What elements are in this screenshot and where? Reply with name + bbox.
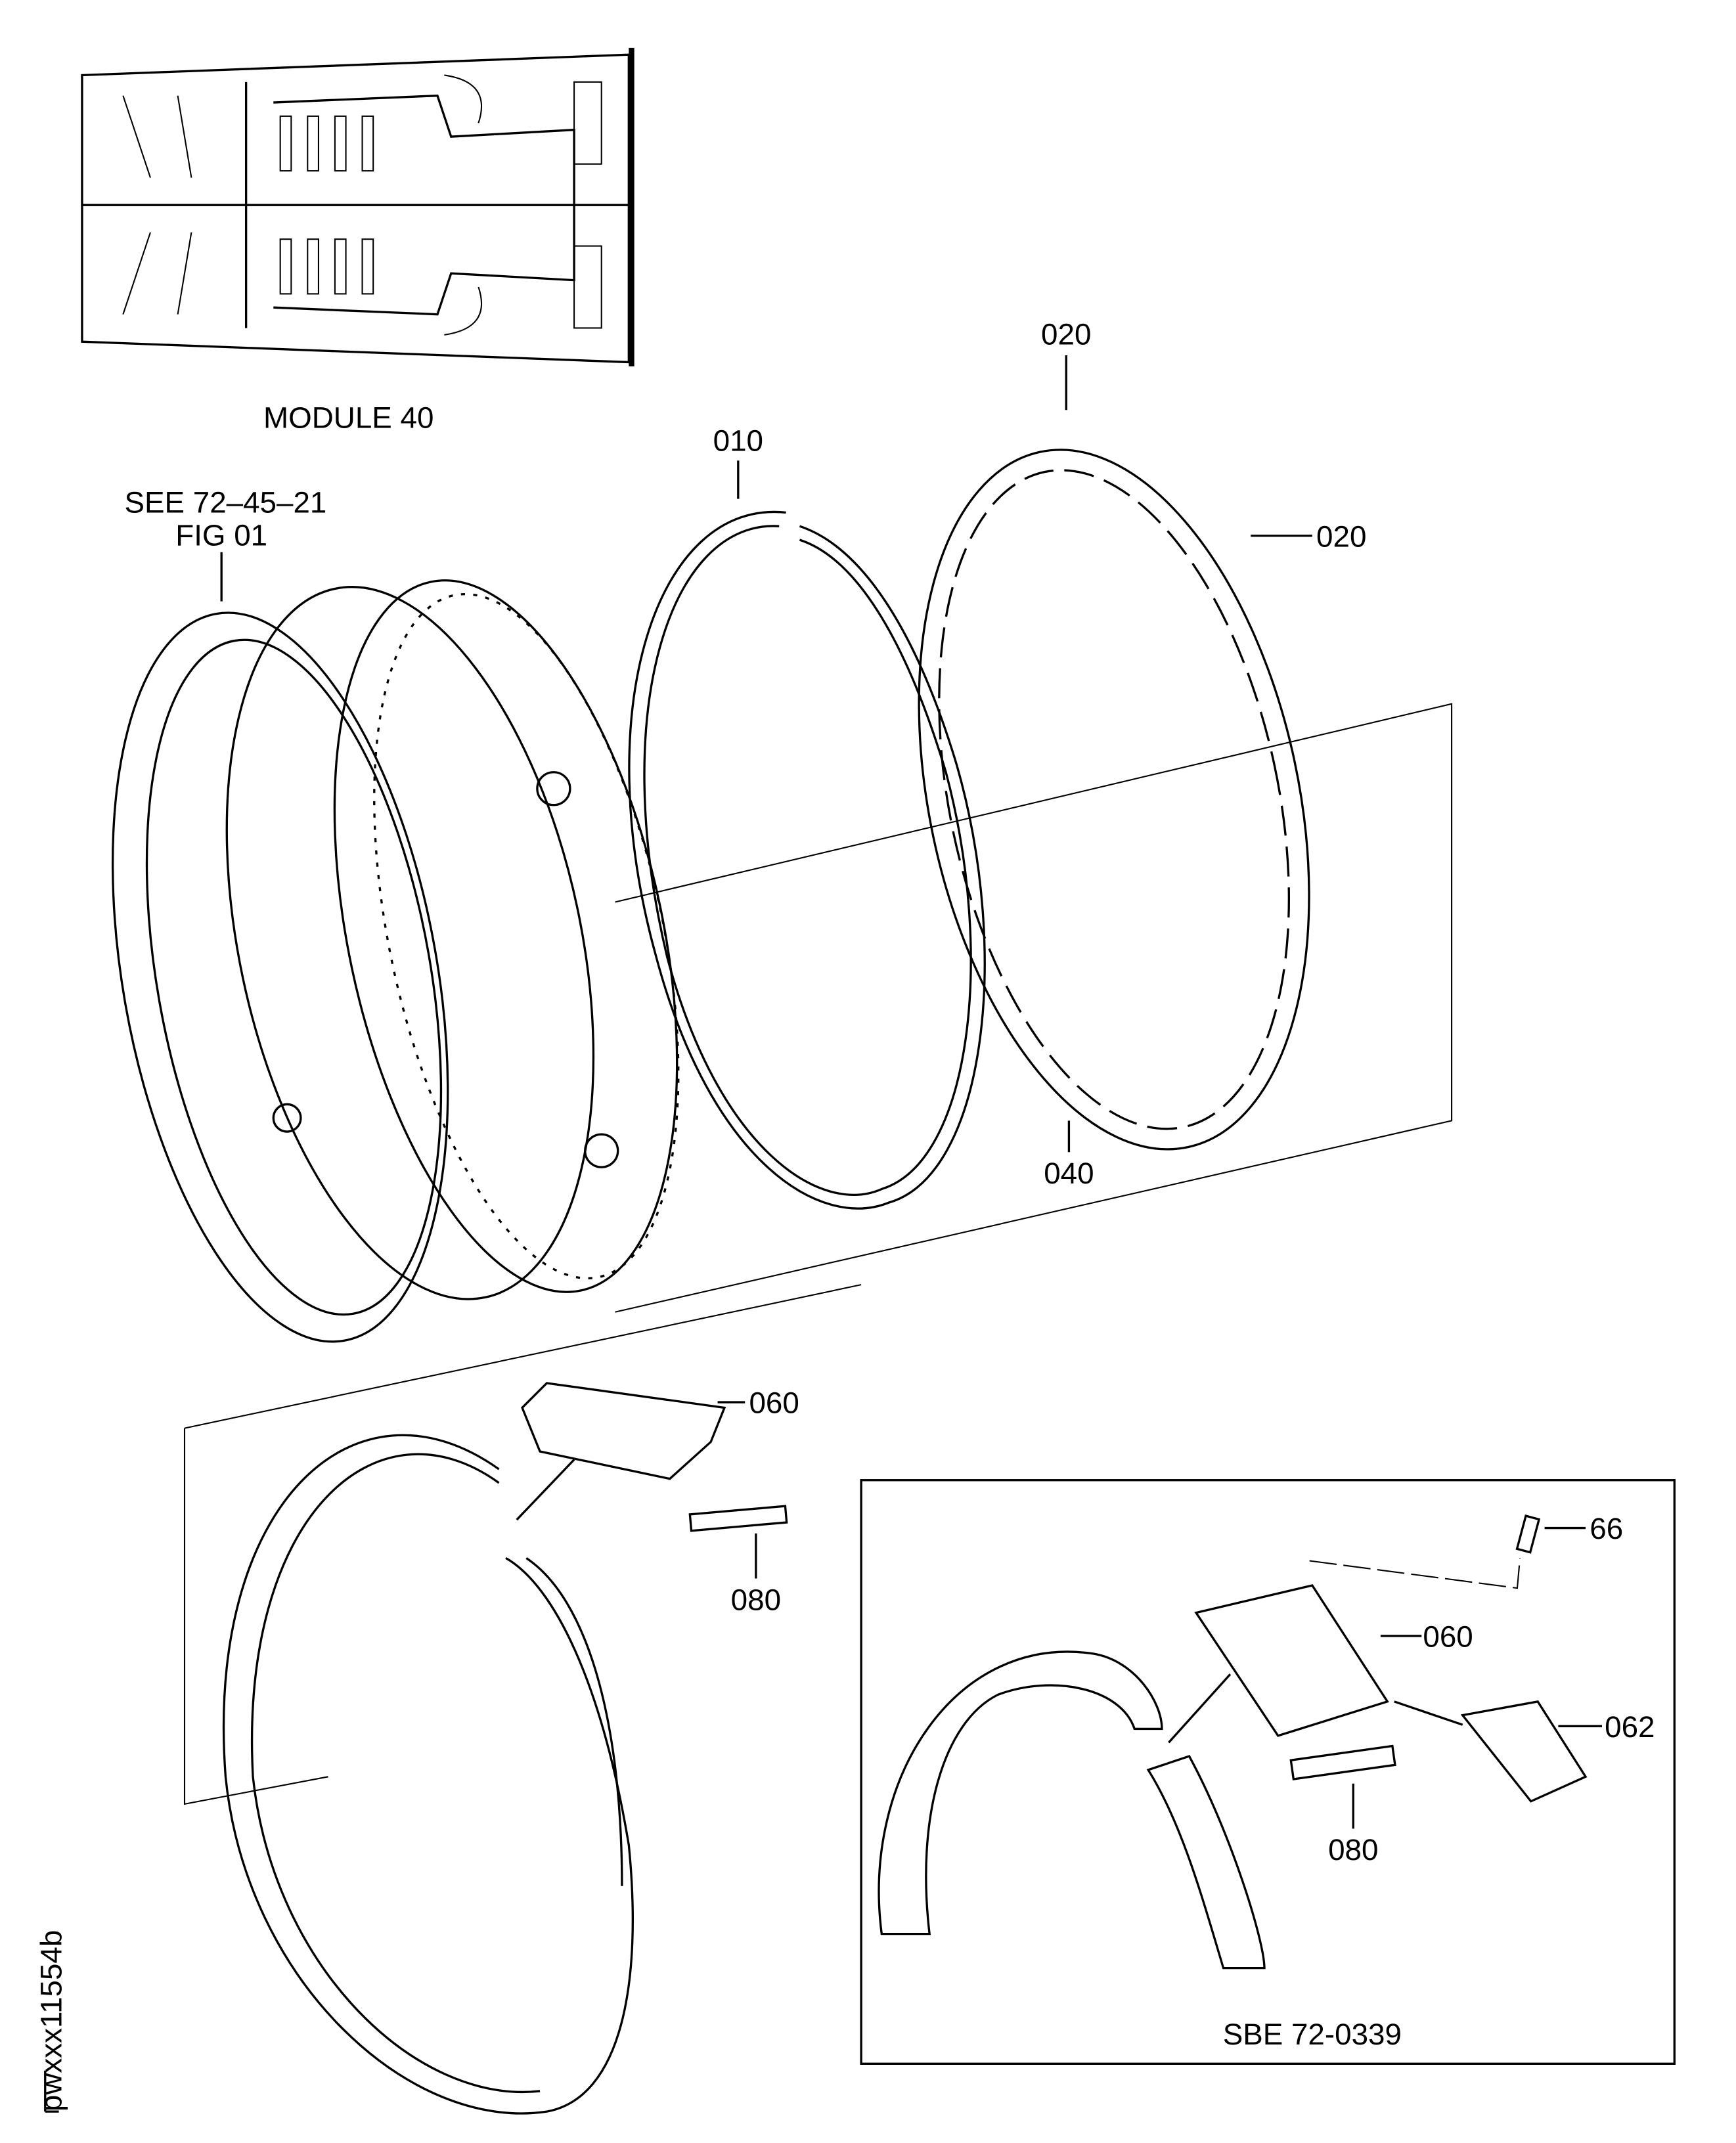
reference-plane-lower	[183, 1284, 862, 1805]
callout-040: 040	[1044, 1157, 1094, 1190]
combustion-liner	[222, 1382, 788, 2115]
segmented-ring-020-040	[918, 449, 1310, 1151]
callout-020-top: 020	[1041, 317, 1091, 351]
callout-060: 060	[749, 1386, 799, 1420]
engine-module-cross-section	[81, 47, 634, 366]
inset-panel	[860, 1479, 1676, 2065]
inset-callout-062: 062	[1605, 1710, 1655, 1744]
split-ring-010	[628, 510, 986, 1210]
combustion-case-assembly	[111, 579, 680, 1343]
drawing-code: pwxxx11554b	[35, 1930, 68, 2111]
callout-020-right: 020	[1316, 519, 1366, 553]
inset-callout-66: 66	[1590, 1512, 1623, 1545]
module-label: MODULE 40	[263, 401, 434, 434]
see-reference-line1: SEE 72–45–21	[124, 485, 326, 519]
callout-080: 080	[731, 1583, 781, 1616]
see-reference-line2: FIG 01	[175, 518, 267, 552]
inset-callout-060: 060	[1423, 1620, 1473, 1654]
reference-plane-upper	[615, 703, 1453, 1313]
inset-callout-080: 080	[1328, 1833, 1378, 1867]
callout-010: 010	[713, 424, 763, 458]
inset-title: SBE 72-0339	[1223, 2018, 1402, 2051]
